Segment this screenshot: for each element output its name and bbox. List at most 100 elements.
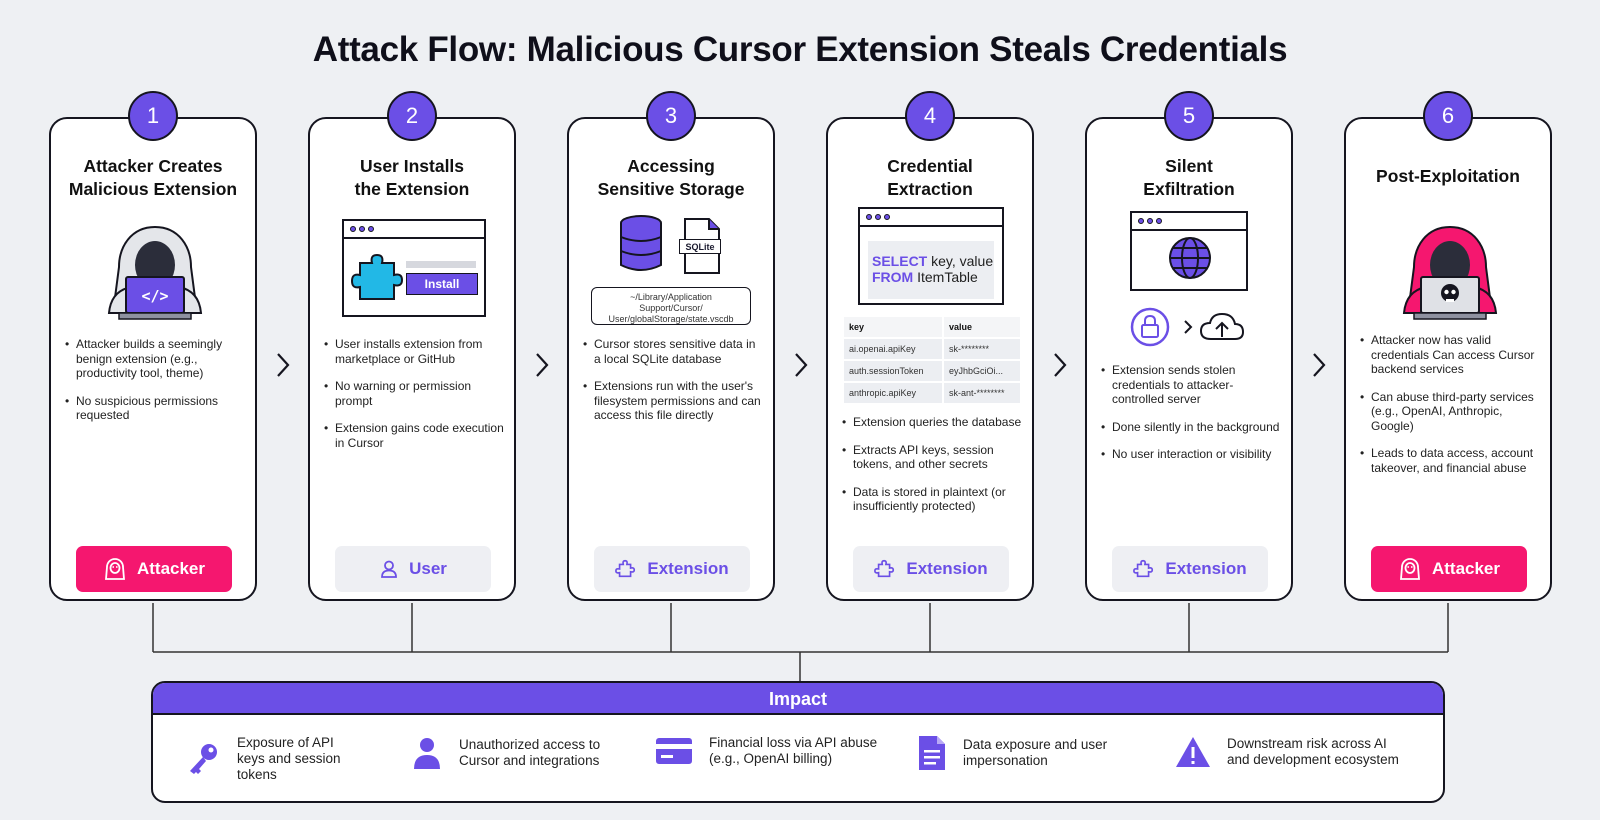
chevron-right-icon [795, 353, 808, 377]
step-bullets: User installs extension from marketplace… [324, 337, 506, 463]
sql-query: SELECT key, value FROM ItemTable [868, 241, 994, 299]
puzzle-icon [1133, 559, 1154, 578]
bullet-item: Extensions run with the user's filesyste… [583, 379, 765, 423]
role-label: User [409, 559, 447, 578]
user-icon [381, 560, 397, 578]
red-hooded-hacker-icon [1402, 225, 1498, 320]
query-window: SELECT key, value FROM ItemTable [858, 207, 1004, 305]
file-path-box: ~/Library/Application Support/Cursor/ Us… [591, 287, 751, 325]
impact-text: Unauthorized access to Cursor and integr… [459, 737, 601, 768]
page-title: Attack Flow: Malicious Cursor Extension … [312, 30, 1288, 69]
attacker-icon [1399, 558, 1420, 580]
impact-title: Impact [153, 683, 1443, 715]
impact-text: Downstream risk across AI and developmen… [1227, 736, 1399, 767]
step-bullets: Attacker builds a seemingly benign exten… [65, 337, 247, 436]
chevron-right-icon [1313, 353, 1326, 377]
bullet-item: Cursor stores sensitive data in a local … [583, 337, 765, 366]
bullet-item: Data is stored in plaintext (or insuffic… [842, 485, 1024, 514]
key-icon [190, 744, 217, 774]
step-card-6: 6 Post-Exploitation Attacker now has val… [1344, 91, 1552, 601]
bullet-item: Extension queries the database [842, 415, 1024, 430]
role-label: Attacker [136, 559, 206, 578]
browser-window: Install [342, 219, 486, 317]
role-label: Attacker [1431, 559, 1501, 578]
chevron-right-icon [1054, 353, 1067, 377]
bullet-item: No user interaction or visibility [1101, 447, 1283, 462]
document-icon [919, 736, 945, 770]
impact-text: Financial loss via API abuse (e.g., Open… [709, 735, 878, 766]
person-icon [414, 738, 440, 769]
step-bullets: Extension sends stolen credentials to at… [1101, 363, 1283, 475]
role-badge-attacker: Attacker [1371, 546, 1527, 592]
impact-item-data-exposure: Data exposure and user impersonation [917, 735, 1138, 771]
impact-item-api-keys: Exposure of API keys and session tokens [185, 735, 357, 783]
database-icon [620, 215, 720, 274]
puzzle-icon [615, 559, 636, 578]
step-number-badge: 4 [905, 91, 955, 141]
impact-item-downstream-risk: Downstream risk across AI and developmen… [1175, 735, 1407, 769]
bullet-item: Leads to data access, account takeover, … [1360, 446, 1542, 475]
bullet-item: No suspicious permissions requested [65, 394, 247, 423]
chevron-right-icon [277, 353, 290, 377]
role-label: Extension [647, 559, 729, 578]
install-button: Install [406, 273, 478, 295]
impact-text: Exposure of API keys and session tokens [237, 735, 341, 782]
bullet-item: Extracts API keys, session tokens, and o… [842, 443, 1024, 472]
globe-icon [1169, 237, 1211, 279]
sqlite-file-label: SQLite [679, 239, 721, 254]
role-badge-user: User [335, 546, 491, 592]
chevron-right-icon [536, 353, 549, 377]
svg-text:</>: </> [141, 287, 168, 305]
bullet-item: Can abuse third-party services (e.g., Op… [1360, 390, 1542, 434]
puzzle-piece-icon [350, 253, 404, 300]
role-badge-extension: Extension [594, 546, 750, 592]
step-title: Post-Exploitation [1376, 166, 1520, 186]
role-badge-extension: Extension [1112, 546, 1268, 592]
step-bullets: Extension queries the database Extracts … [842, 415, 1024, 527]
hooded-hacker-icon: </> [107, 225, 203, 320]
impact-item-unauthorized-access: Unauthorized access to Cursor and integr… [411, 735, 629, 771]
bullet-item: Extension gains code execution in Cursor [324, 421, 506, 450]
step-number-badge: 1 [128, 91, 178, 141]
role-badge-extension: Extension [853, 546, 1009, 592]
bullet-item: Attacker builds a seemingly benign exten… [65, 337, 247, 381]
attacker-icon [104, 558, 125, 580]
impact-text: Data exposure and user impersonation [963, 737, 1108, 768]
warning-icon [1176, 737, 1210, 767]
step-bullets: Attacker now has valid credentials Can a… [1360, 333, 1542, 488]
bullet-item: User installs extension from marketplace… [324, 337, 506, 366]
browser-window [1130, 211, 1248, 291]
step-bullets: Cursor stores sensitive data in a local … [583, 337, 765, 436]
role-label: Extension [1165, 559, 1247, 578]
lock-to-cloud-icon [1130, 307, 1245, 347]
bullet-item: Done silently in the background [1101, 420, 1283, 435]
step-number-badge: 2 [387, 91, 437, 141]
step-number-badge: 3 [646, 91, 696, 141]
role-badge-attacker: Attacker [76, 546, 232, 592]
credit-card-icon [656, 738, 692, 764]
puzzle-icon [874, 559, 895, 578]
bullet-item: No warning or permission prompt [324, 379, 506, 408]
bullet-item: Extension sends stolen credentials to at… [1101, 363, 1283, 407]
role-label: Extension [906, 559, 988, 578]
impact-item-financial-loss: Financial loss via API abuse (e.g., Open… [655, 735, 899, 767]
step-number-badge: 6 [1423, 91, 1473, 141]
bullet-item: Attacker now has valid credentials Can a… [1360, 333, 1542, 377]
impact-panel: Impact Exposure of API keys and session … [151, 681, 1445, 803]
step-number-badge: 5 [1164, 91, 1214, 141]
